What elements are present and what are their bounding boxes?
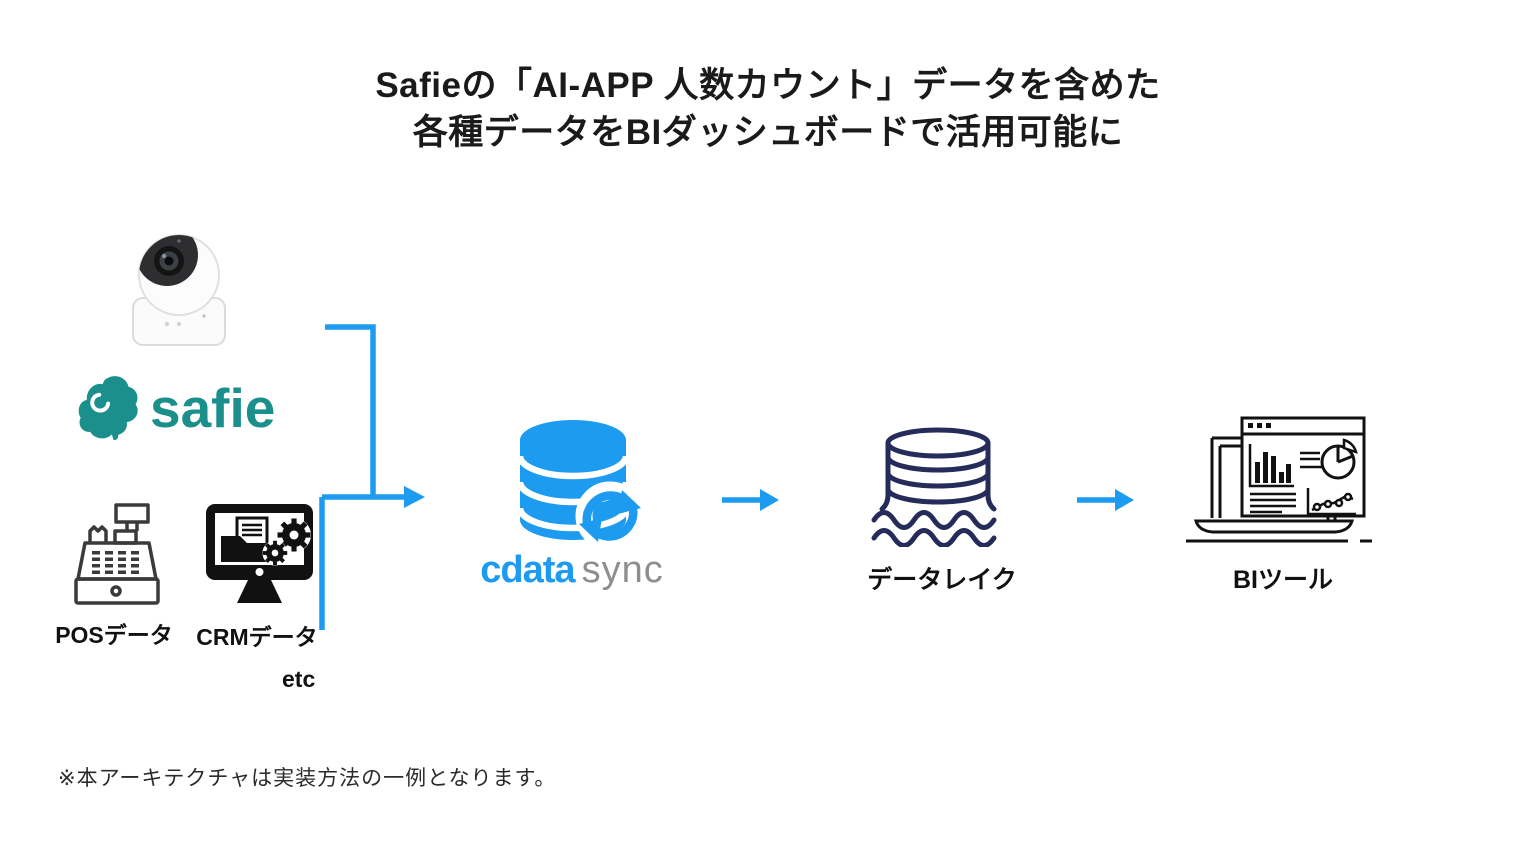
cdata-brand-text: cdata <box>480 549 575 591</box>
page-title: Safieの「AI-APP 人数カウント」データを含めた 各種データをBIダッシ… <box>0 62 1536 156</box>
pos-register-icon <box>74 503 160 605</box>
safie-logo: safie <box>78 372 275 444</box>
safie-mascot-icon <box>78 376 138 440</box>
crm-data-label: CRMデータ <box>196 624 318 650</box>
pos-data-label: POSデータ <box>55 622 173 648</box>
cdata-product-text: sync <box>581 549 664 591</box>
datalake-label: データレイク <box>867 566 1017 594</box>
arrowhead-to-cdata <box>404 486 425 508</box>
datalake-icon <box>871 427 997 547</box>
arrowhead-to-datalake <box>760 489 779 511</box>
safie-camera-icon <box>132 234 226 346</box>
gear-icon-small <box>262 540 288 566</box>
pie-chart-glyph <box>1320 438 1358 480</box>
safie-brand-text: safie <box>150 377 276 439</box>
page-title-line1: Safieの「AI-APP 人数カウント」データを含めた <box>375 66 1161 105</box>
sync-arrows-icon <box>575 481 645 551</box>
connector-camera-elbow <box>325 324 376 497</box>
arrowhead-to-bitool <box>1115 489 1134 511</box>
crm-monitor-icon <box>206 504 313 603</box>
footer-note: ※本アーキテクチャは実装方法の一例となります。 <box>58 767 557 790</box>
bar-chart-glyph <box>1255 452 1291 483</box>
bi-tool-icon <box>1186 416 1372 543</box>
page-title-line2: 各種データをBIダッシュボードで活用可能に <box>412 113 1124 152</box>
etc-label: etc <box>282 666 316 692</box>
cdata-sync-icon <box>516 420 645 551</box>
bitool-label: BIツール <box>1232 566 1333 594</box>
